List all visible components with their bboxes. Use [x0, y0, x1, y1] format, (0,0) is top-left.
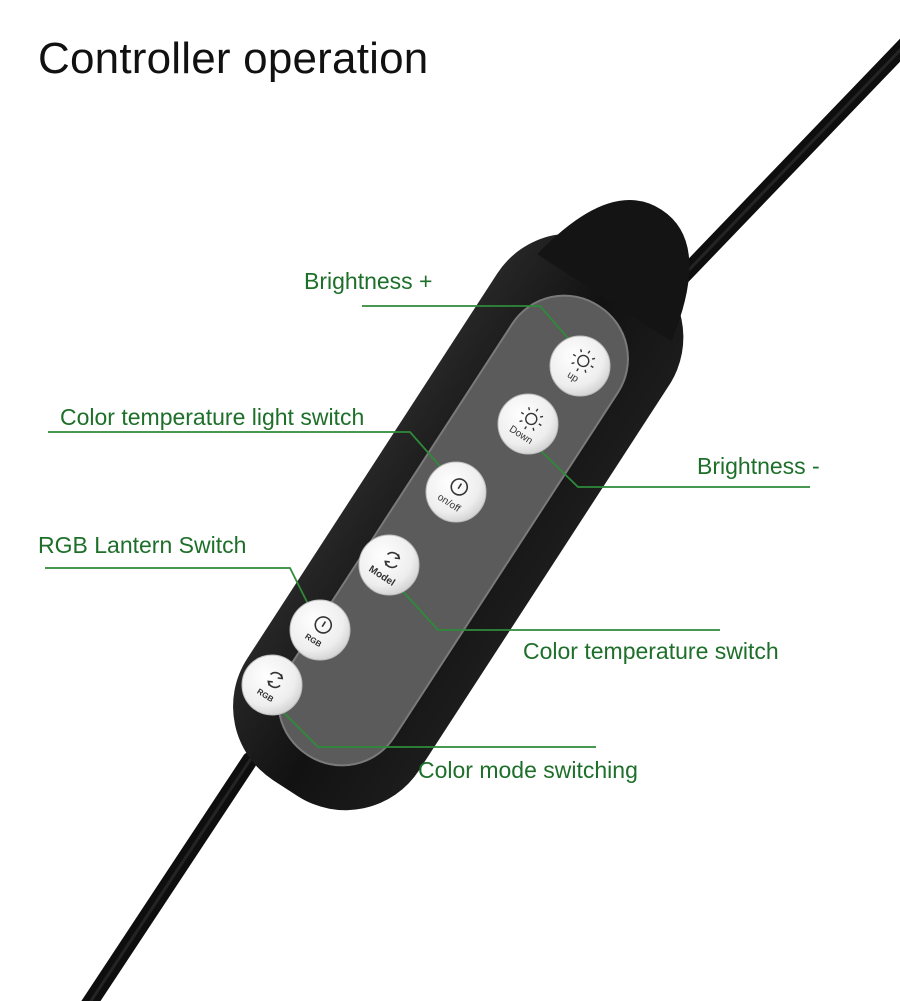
down-button[interactable]: Down [497, 393, 559, 455]
onoff-button[interactable]: on/off [425, 461, 487, 523]
callout-brightness-down: Brightness - [697, 453, 820, 479]
leader-brightness-up [362, 305, 581, 353]
up-button[interactable]: up [549, 335, 611, 397]
leader-color-temp-switch [397, 585, 720, 631]
model-button[interactable]: Model [358, 534, 420, 596]
leader-brightness-down [539, 449, 810, 488]
callout-color-temp-switch: Color temperature switch [523, 638, 779, 664]
cycle-arrows-icon [267, 671, 284, 689]
callout-color-mode-switching: Color mode switching [418, 757, 638, 783]
callout-color-temp-light-switch: Color temperature light switch [60, 404, 365, 430]
callout-brightness-up: Brightness + [304, 268, 433, 294]
leader-color-mode-switching [282, 711, 596, 748]
leader-lines [45, 305, 810, 748]
cable [81, 38, 900, 1001]
power-icon [450, 478, 469, 496]
leader-color-temp-light-switch [48, 431, 455, 483]
rgb-mode-button[interactable]: RGB [241, 654, 303, 716]
callout-rgb-lantern-switch: RGB Lantern Switch [38, 532, 247, 558]
rgb-power-button[interactable]: RGB [289, 599, 351, 661]
leader-rgb-lantern-switch [45, 567, 318, 623]
power-icon [314, 616, 333, 634]
sun-icon [571, 349, 596, 373]
page-title: Controller operation [38, 34, 429, 83]
cycle-arrows-icon [384, 551, 401, 569]
sun-icon [519, 407, 544, 431]
